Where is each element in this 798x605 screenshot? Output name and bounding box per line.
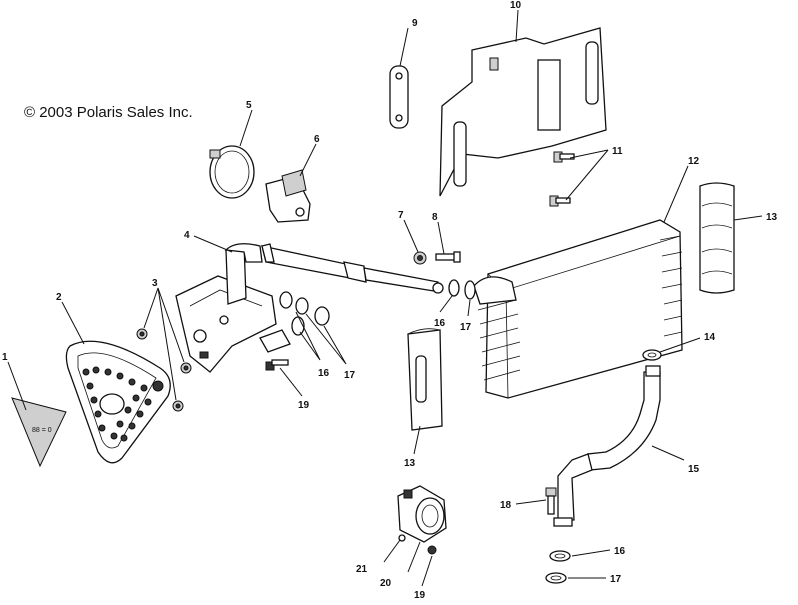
- part-16-17-washers-upper: [448, 279, 476, 300]
- callout-19-upper: 19: [298, 400, 310, 411]
- callout-18: 18: [500, 500, 512, 511]
- callout-12: 12: [688, 156, 700, 167]
- part-14-washer: [642, 349, 662, 361]
- callout-7: 7: [398, 210, 404, 221]
- callout-16-bracket: 16: [318, 368, 330, 379]
- part-9-strap: [389, 65, 409, 129]
- callout-21: 21: [356, 564, 368, 575]
- part-4-housing-bracket: [175, 243, 291, 373]
- callout-numbers: 1 2 3 4 5 6 7 8 9 10 11 12 13 13 14 15 1…: [2, 0, 778, 601]
- callout-14: 14: [704, 332, 716, 343]
- part-2-grille: [65, 340, 171, 464]
- part-19-nut-lower: [427, 545, 437, 555]
- part-5-clamp: [209, 145, 255, 199]
- part-8-bolt: [435, 251, 461, 263]
- part-19-bolt-upper: [265, 359, 289, 371]
- part-13-shroud-left: [407, 328, 443, 431]
- callout-15: 15: [688, 464, 700, 475]
- part-1-decal: 88 = 0: [11, 397, 67, 468]
- callout-4: 4: [184, 230, 190, 241]
- callout-9: 9: [412, 18, 418, 29]
- part-hose-upper: [261, 243, 444, 294]
- part-16-17-washers-lower: [545, 550, 571, 584]
- part-15-lower-hose: [553, 365, 661, 527]
- callout-10: 10: [510, 0, 522, 11]
- part-3-nuts: [136, 328, 192, 412]
- decal-text: 88 = 0: [32, 427, 52, 434]
- part-20-filter-housing: [397, 485, 447, 543]
- callout-20: 20: [380, 578, 392, 589]
- part-13-shroud-right: [699, 182, 735, 294]
- part-6-bracket: [265, 169, 311, 223]
- leader-lines: [7, 9, 763, 587]
- part-18-bolt: [545, 487, 557, 515]
- callout-5: 5: [246, 100, 252, 111]
- part-21-oring: [398, 534, 406, 542]
- callout-13-left: 13: [404, 458, 416, 469]
- callout-3: 3: [152, 278, 158, 289]
- copyright-notice: © 2003 Polaris Sales Inc.: [24, 104, 193, 121]
- callout-1: 1: [2, 352, 8, 363]
- callout-17-lower: 17: [610, 574, 622, 585]
- callout-2: 2: [56, 292, 62, 303]
- callout-6: 6: [314, 134, 320, 145]
- callout-11: 11: [612, 146, 623, 157]
- callout-8: 8: [432, 212, 438, 223]
- callout-17-bracket: 17: [344, 370, 356, 381]
- part-7-nut: [413, 251, 427, 265]
- callout-13-right: 13: [766, 212, 778, 223]
- callout-17-upper: 17: [460, 322, 472, 333]
- callout-16-lower: 16: [614, 546, 626, 557]
- callout-16-upper: 16: [434, 318, 446, 329]
- part-10-shroud: [439, 27, 607, 197]
- part-11-bolts: [549, 151, 575, 207]
- callout-19-lower: 19: [414, 590, 426, 600]
- part-12-oil-cooler: [473, 219, 683, 399]
